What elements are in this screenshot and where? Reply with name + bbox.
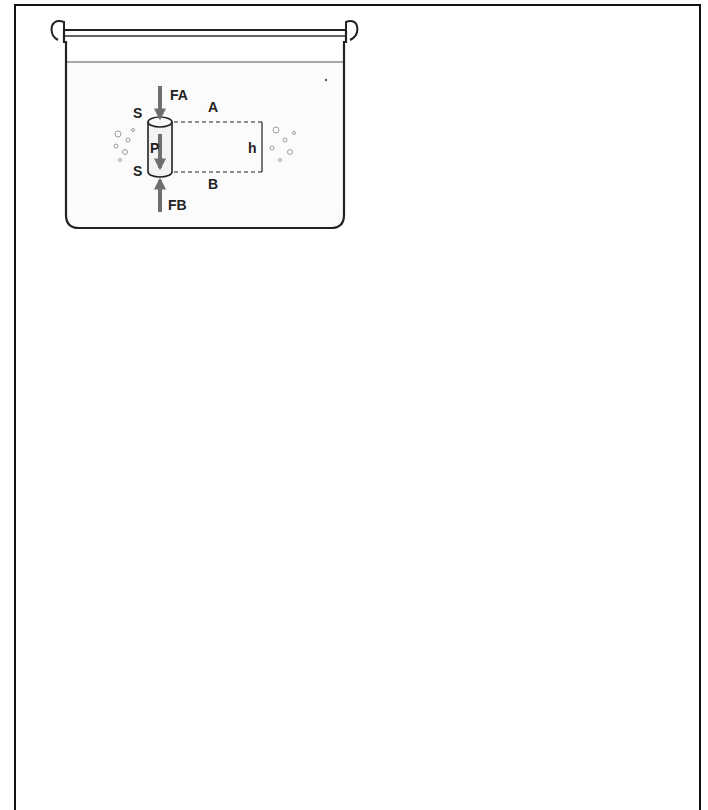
water — [66, 62, 344, 228]
beaker-rim — [52, 21, 358, 40]
label: A — [208, 100, 218, 114]
label: B — [208, 177, 218, 191]
page-frame — [15, 5, 700, 810]
water-surface — [66, 61, 344, 62]
cylinder-top — [148, 117, 172, 127]
height-line — [261, 122, 262, 172]
beaker-rim — [64, 35, 346, 37]
force-arrow — [158, 86, 162, 118]
level-line — [174, 171, 262, 172]
label: h — [248, 141, 257, 155]
label: S — [133, 106, 142, 120]
label: S — [133, 164, 142, 178]
dot — [325, 79, 327, 81]
beaker-wall — [64, 30, 346, 228]
label: FA — [170, 88, 188, 102]
label: P — [150, 141, 159, 155]
level-line — [174, 121, 262, 122]
force-arrow — [158, 180, 162, 212]
bubbles — [114, 127, 296, 162]
cylinder — [148, 122, 172, 177]
label: FB — [168, 198, 187, 212]
